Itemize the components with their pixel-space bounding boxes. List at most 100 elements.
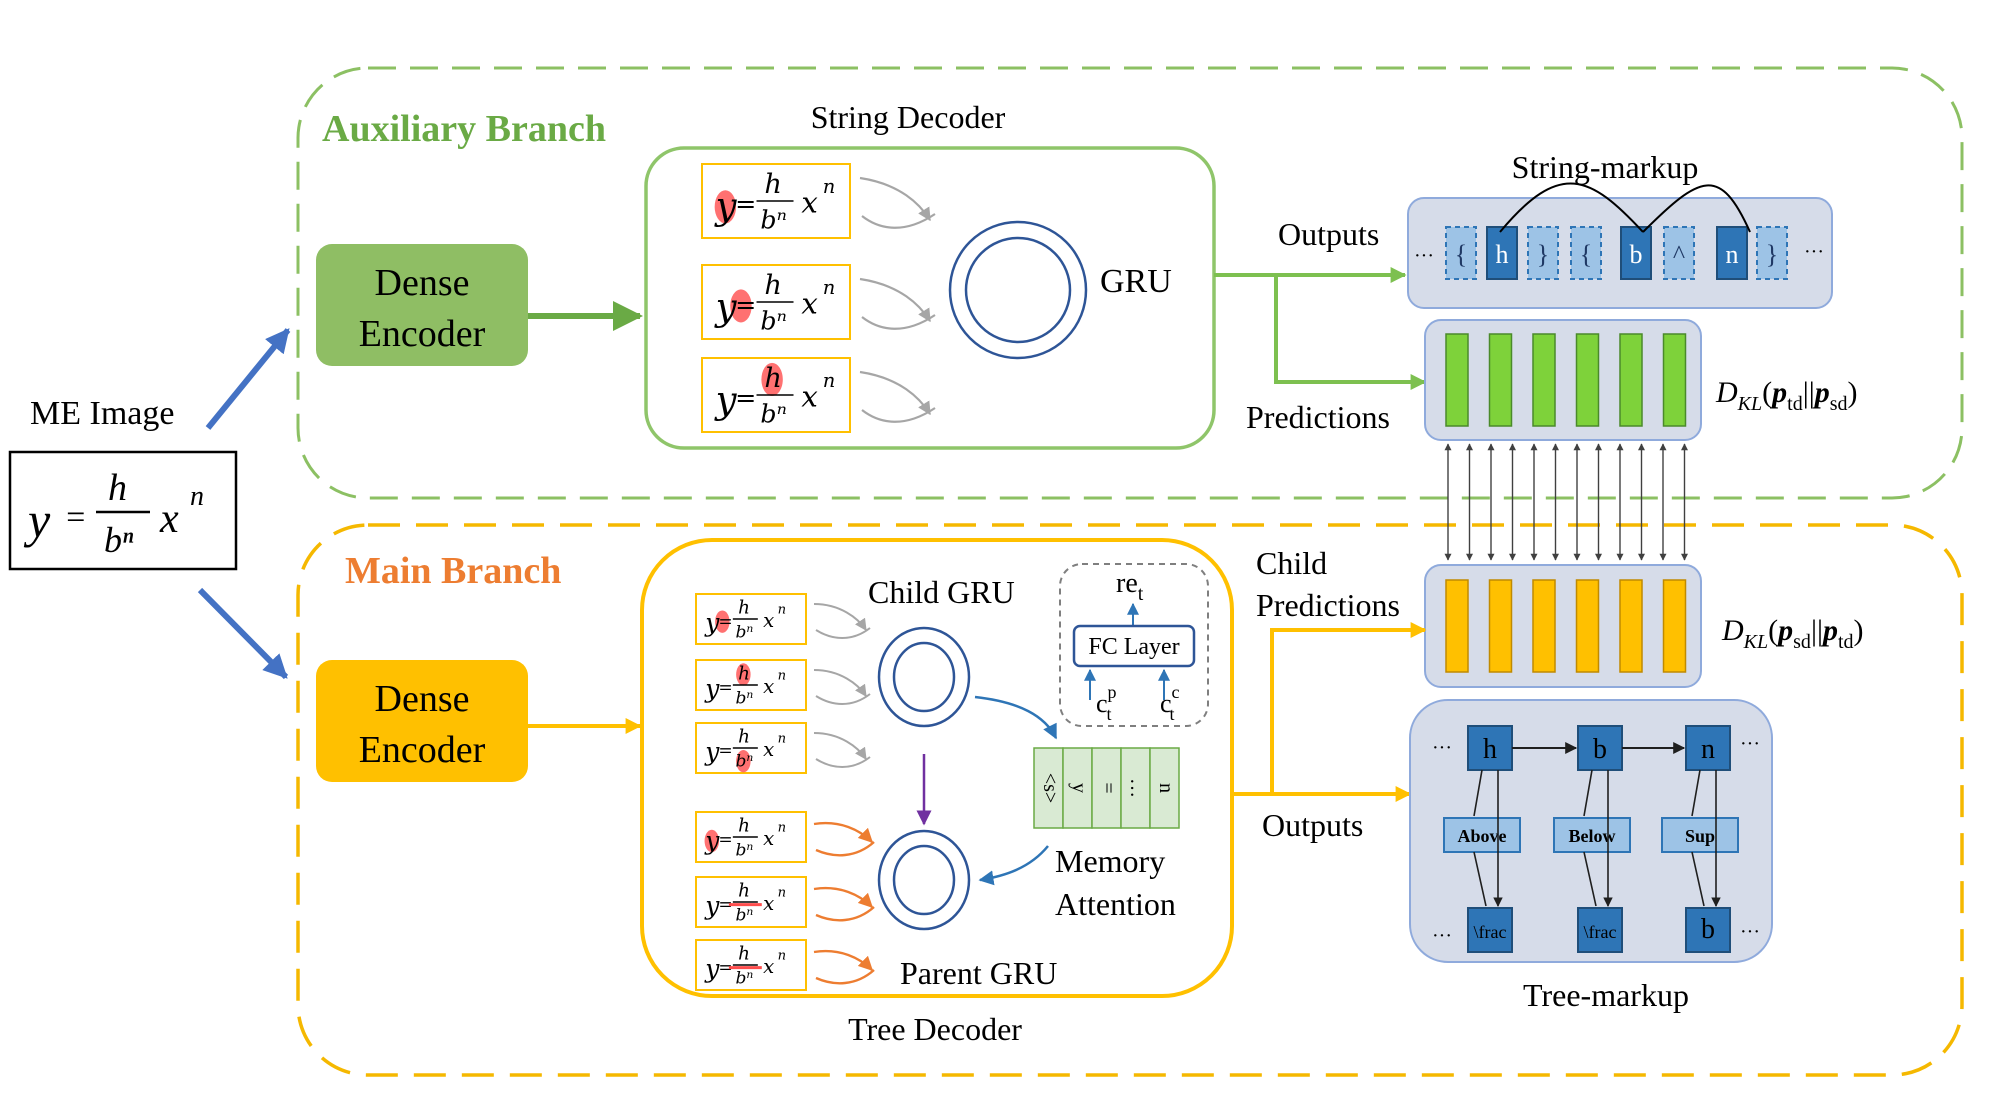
attention-highlight	[714, 190, 737, 224]
thumbnail-exp: n	[778, 669, 786, 684]
attention-highlight	[761, 362, 783, 396]
thumbnail-den: bⁿ	[760, 306, 786, 335]
fc-output-label: ret	[1116, 568, 1144, 605]
string-markup-title: String-markup	[1512, 149, 1699, 185]
thumbnail-eq: =	[718, 741, 732, 761]
thumbnail-y: y	[714, 379, 738, 422]
string-token-box	[1570, 226, 1602, 280]
prediction-bar	[1488, 333, 1513, 427]
thumbnail-exp: n	[823, 276, 836, 299]
thumbnail-y: y	[704, 608, 720, 637]
aux-outputs-label: Outputs	[1278, 216, 1379, 252]
thumbnail-y: y	[704, 737, 720, 766]
auxiliary-branch-title: Auxiliary Branch	[322, 108, 606, 150]
tree-ellipsis: ···	[1740, 733, 1760, 755]
string-token: {	[1445, 226, 1477, 280]
gray-flow-arrow	[861, 407, 936, 423]
thumbnail-y: y	[704, 826, 720, 855]
thumbnail-den: bⁿ	[735, 840, 753, 860]
tree-node-bottom-label: \frac	[1474, 922, 1507, 942]
memory-to-parent-arrow	[978, 845, 1049, 886]
thumbnail-den: bⁿ	[735, 905, 753, 925]
orange-flow-arrow	[815, 969, 875, 985]
child-predictions-line2: Predictions	[1256, 587, 1400, 623]
me-image-box	[8, 450, 238, 571]
gray-flow-arrow	[815, 756, 871, 768]
main-prediction-bars	[1445, 579, 1687, 673]
attention-highlight	[736, 663, 751, 686]
formula-denominator: bⁿ	[104, 520, 134, 560]
string-token-label: ^	[1673, 240, 1685, 269]
orange-flow-arrow	[815, 841, 875, 857]
thumbnail-num: h	[738, 881, 750, 902]
tree-edge	[1583, 769, 1593, 817]
string-token-label: }	[1537, 240, 1549, 269]
tree-relation-node	[1443, 817, 1521, 853]
main-branch-region	[296, 523, 1964, 1077]
tree-node-top-label: n	[1701, 734, 1715, 765]
thumbnail-x: x	[763, 609, 774, 632]
aux-encoder-line2: Encoder	[359, 313, 486, 355]
gray-flow-arrow	[859, 277, 931, 323]
child-predictions-line1: Child	[1256, 545, 1327, 581]
gray-flow-arrow	[815, 627, 871, 639]
tree-node-bottom	[1577, 907, 1623, 953]
tree-relation-node	[1661, 817, 1739, 853]
tree-node-top	[1685, 725, 1731, 771]
gray-flow-arrow	[813, 603, 867, 631]
tree-node-top	[1467, 725, 1513, 771]
attention-highlight	[730, 289, 752, 323]
tree-markup-title: Tree-markup	[1523, 977, 1689, 1013]
thumbnail-num: h	[764, 363, 782, 394]
tree-ellipsis: ···	[1740, 921, 1760, 943]
thumbnail-num: h	[764, 270, 782, 301]
tree-node-bottom	[1685, 907, 1731, 953]
child-gru-label: Child GRU	[868, 574, 1015, 610]
thumbnail-den: bⁿ	[735, 688, 753, 708]
aux-prediction-bars	[1445, 333, 1687, 427]
string-token: }	[1527, 226, 1559, 280]
string-markup-dependency-arc-2	[1642, 184, 1751, 233]
string-decoder-gru	[948, 220, 1088, 360]
formula-equals: =	[64, 499, 87, 536]
parent-gru-label: Parent GRU	[900, 955, 1057, 991]
prediction-bar	[1619, 579, 1643, 673]
string-token-box	[1486, 226, 1518, 280]
string-token-box	[1445, 226, 1477, 280]
prediction-bar	[1662, 579, 1687, 673]
gray-flow-arrow	[815, 693, 871, 705]
memory-cell-label: …	[1126, 778, 1148, 798]
attention-highlight	[704, 829, 720, 853]
tree-node-bottom	[1467, 907, 1513, 953]
prediction-bar	[1575, 333, 1600, 427]
thumbnail-den: bⁿ	[735, 751, 753, 771]
tree-decoder-title: Tree Decoder	[848, 1011, 1022, 1047]
string-token-box	[1620, 226, 1652, 280]
me-image-formula: y = h bⁿ x n	[23, 467, 204, 560]
thumbnail-y: y	[714, 286, 738, 329]
thumbnail-num: h	[738, 727, 750, 748]
tree-edge	[1583, 851, 1597, 907]
string-token-label: {	[1580, 240, 1592, 269]
formula-x: x	[159, 496, 179, 542]
thumbnail-exp: n	[778, 949, 786, 964]
thumbnail-exp: n	[823, 175, 836, 198]
formula-y: y	[23, 492, 51, 548]
gray-flow-arrow	[813, 732, 867, 760]
string-token-box	[1756, 226, 1788, 280]
orange-flow-arrow	[813, 821, 874, 844]
tree-node-top-label: b	[1593, 734, 1607, 765]
thumbnail-exp: n	[778, 732, 786, 747]
string-decoder-title: String Decoder	[811, 99, 1006, 135]
auxiliary-branch-region	[296, 66, 1964, 500]
string-token: }	[1756, 226, 1788, 280]
thumbnail-exp: n	[778, 603, 786, 618]
